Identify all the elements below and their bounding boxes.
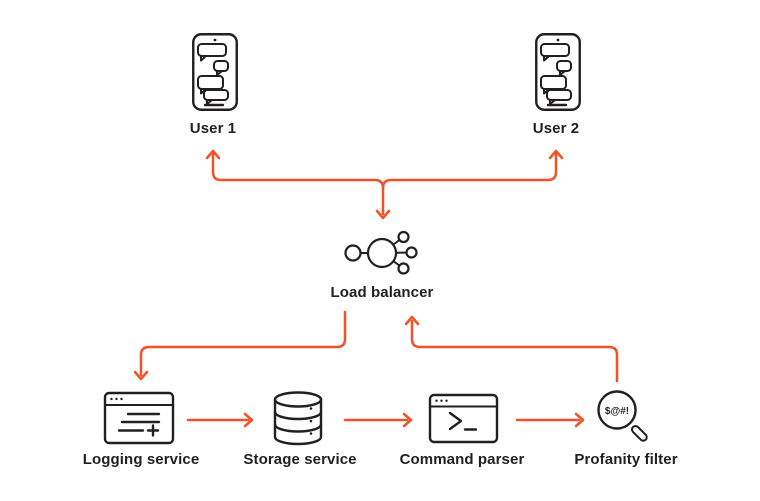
load-balancer-icon	[344, 230, 418, 275]
terminal-window-icon	[428, 393, 499, 444]
prompt-icon	[448, 411, 478, 431]
users-loadbalancer-merge-arrow	[205, 149, 564, 220]
node-label-logging-service: Logging service	[82, 451, 200, 468]
profanity-lens-text: $@#!	[605, 406, 629, 417]
camera-dot-icon	[556, 38, 560, 42]
node-label-user1: User 1	[189, 120, 237, 137]
plus-icon	[146, 424, 160, 437]
user2-smartphone-chat-icon	[535, 33, 581, 111]
camera-dot-icon	[213, 38, 217, 42]
storage-to-command-arrow	[343, 412, 413, 428]
command-to-profanity-arrow	[515, 412, 585, 428]
profanity-to-loadbalancer-arrow	[404, 315, 619, 383]
arrowhead-up-icon	[404, 315, 420, 326]
database-icon	[273, 391, 323, 446]
logging-to-storage-arrow	[186, 412, 254, 428]
node-label-command-parser: Command parser	[399, 451, 525, 468]
node-label-profanity-filter: Profanity filter	[574, 451, 678, 468]
arrowhead-right-icon	[243, 412, 254, 428]
user1-smartphone-chat-icon	[192, 33, 238, 111]
arrowhead-right-icon	[574, 412, 585, 428]
arrowhead-down-icon	[133, 370, 149, 381]
arrowhead-up-icon	[205, 149, 221, 160]
node-label-user2: User 2	[532, 120, 580, 137]
magnifier-handle-icon	[630, 424, 648, 442]
arrowhead-right-icon	[402, 412, 413, 428]
log-window-icon	[103, 391, 175, 445]
magnifier-icon: $@#!	[597, 390, 648, 442]
chat-bubbles-icon	[540, 43, 572, 105]
node-label-load-balancer: Load balancer	[330, 284, 434, 301]
node-label-storage-service: Storage service	[243, 451, 357, 468]
arrowhead-down-icon	[375, 209, 391, 220]
arrowhead-up-icon	[548, 149, 564, 160]
chat-bubbles-icon	[197, 43, 229, 105]
loadbalancer-to-logging-arrow	[133, 310, 347, 381]
